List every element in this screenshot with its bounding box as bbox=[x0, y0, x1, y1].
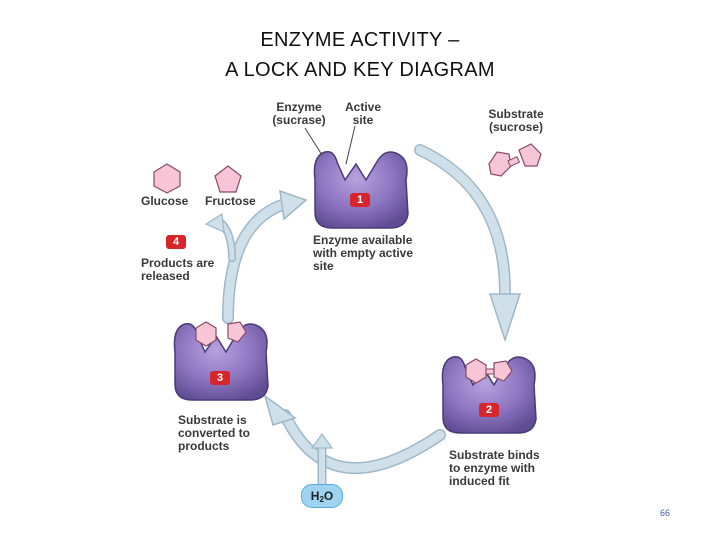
title-line-2: A LOCK AND KEY DIAGRAM bbox=[225, 59, 495, 81]
water-badge: H2O bbox=[301, 484, 343, 508]
slide-number: 66 bbox=[660, 508, 671, 518]
enzyme-step-1 bbox=[313, 150, 409, 229]
step-4-badge: 4 bbox=[166, 235, 186, 249]
glucose-label: Glucose bbox=[141, 194, 189, 208]
pointer-lines bbox=[304, 125, 356, 165]
glucose-molecule bbox=[153, 163, 181, 194]
arrowhead-3-to-1 bbox=[279, 189, 308, 221]
active-site-label: Active site bbox=[344, 100, 382, 127]
products-in-site bbox=[195, 321, 247, 347]
step-4-description: Products are released bbox=[141, 256, 215, 283]
step-2-badge: 2 bbox=[479, 403, 499, 417]
water-h: H bbox=[310, 489, 320, 503]
arrow-2-to-3 bbox=[279, 409, 446, 474]
bound-substrate bbox=[465, 358, 513, 384]
step-3-description: Substrate is converted to products bbox=[178, 413, 251, 453]
arrowhead-1-to-2 bbox=[488, 293, 522, 343]
fructose-label: Fructose bbox=[205, 194, 256, 208]
water-subscript: 2 bbox=[319, 495, 324, 504]
step-3-badge: 3 bbox=[210, 371, 230, 385]
free-substrate bbox=[488, 143, 542, 177]
enzyme-step-2 bbox=[441, 355, 537, 434]
substrate-label: Substrate (sucrose) bbox=[488, 107, 544, 134]
enzyme-step-3 bbox=[173, 321, 269, 401]
cycle-arrows bbox=[204, 144, 522, 485]
step-1-badge: 1 bbox=[350, 193, 370, 207]
title-line-1: ENZYME ACTIVITY – bbox=[260, 29, 460, 51]
water-o: O bbox=[323, 489, 334, 503]
arrowhead-2-to-3 bbox=[263, 394, 297, 426]
step-2-description: Substrate binds to enzyme with induced f… bbox=[449, 448, 540, 488]
fructose-molecule bbox=[214, 165, 242, 193]
enzyme-label: Enzyme (sucrase) bbox=[272, 100, 326, 127]
step-1-description: Enzyme available with empty active site bbox=[313, 233, 414, 273]
